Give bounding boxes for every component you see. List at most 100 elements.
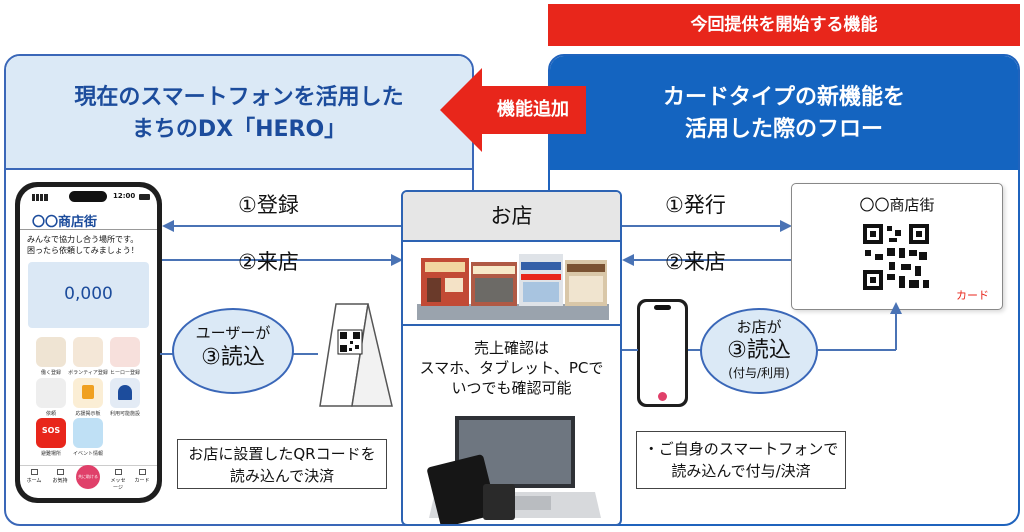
card-tag: カード <box>956 289 989 302</box>
card-feature-header: カードタイプの新機能を 活用した際のフロー <box>550 56 1018 170</box>
shop-title: お店 <box>403 192 620 242</box>
shop-read-bubble: お店が ③読込 (付与/利用) <box>700 308 818 394</box>
user-read-line2: ③読込 <box>201 345 265 370</box>
register-label: ①登録 <box>238 193 299 217</box>
status-time: 12:00 <box>113 192 136 200</box>
right-note-line1: ・ご自身のスマートフォンで <box>643 440 839 458</box>
facilities-tile[interactable] <box>110 378 140 408</box>
sales-line3: いつでも確認可能 <box>451 379 572 397</box>
battery-icon <box>139 194 150 200</box>
card-qr-icon <box>861 222 931 292</box>
left-visit-label: ②来店 <box>238 250 299 274</box>
shop-phone-screen <box>640 302 685 404</box>
sales-line1: 売上確認は <box>473 339 549 357</box>
sales-line2: スマホ、タブレット、PCで <box>419 359 604 377</box>
card-feature-title-line1: カードタイプの新機能を <box>662 85 905 110</box>
user-read-line1: ユーザーが <box>195 324 271 342</box>
shop-read-line1: お店が <box>736 318 782 336</box>
status-bar: 12:00 <box>20 187 157 207</box>
hero-register-label: ヒーロー登録 <box>109 370 140 376</box>
left-note-line1: お店に設置したQRコードを <box>188 445 376 463</box>
balance-card[interactable]: 0,000 <box>28 262 149 328</box>
visit-arrowhead-icon <box>391 254 403 266</box>
app-intro-line2: 困ったら依頼してみましょう！ <box>27 246 139 255</box>
nav-help-label: 共に助ける <box>78 474 98 479</box>
work-register-tile[interactable] <box>36 337 66 367</box>
request-label: 依頼 <box>45 411 56 417</box>
event-info-label: イベント情報 <box>72 451 103 457</box>
nav-home[interactable]: ホーム <box>26 469 42 484</box>
left-payment-note: お店に設置したQRコードを 読み込んで決済 <box>177 439 387 489</box>
nav-favorite[interactable]: お気持 <box>52 469 68 484</box>
nav-favorite-label: お気持 <box>52 478 68 484</box>
request-tile[interactable] <box>36 378 66 408</box>
support-board-tile[interactable] <box>73 378 103 408</box>
document-icon <box>56 469 64 475</box>
shop-read-line2: ③読込 <box>727 338 791 363</box>
right-payment-note: ・ご自身のスマートフォンで 読み込んで付与/決済 <box>636 431 846 489</box>
nav-home-label: ホーム <box>26 478 42 484</box>
facilities-label: 利用可能施設 <box>109 411 140 417</box>
qr-stand-icon <box>319 303 393 407</box>
left-read-connectors <box>160 353 318 355</box>
event-info-tile[interactable] <box>73 418 103 448</box>
volunteer-register-label: ボランティア登録 <box>68 370 108 376</box>
hero-register-tile[interactable] <box>110 337 140 367</box>
megaphone-icon <box>82 385 94 399</box>
current-system-title-line1: 現在のスマートフォンを活用した <box>74 85 404 110</box>
nav-help-center-button[interactable]: 共に助ける <box>76 465 100 489</box>
nav-message-label: メッセージ <box>110 478 126 491</box>
shop-phone-mockup <box>637 299 688 407</box>
issue-label: ①発行 <box>665 193 726 217</box>
shop-panel: お店 売上確認は スマホ、タブレット、PCで いつでも確認可能 <box>401 190 622 526</box>
current-system-title-line2: まちのDX「HERO」 <box>131 117 347 142</box>
new-feature-banner: 今回提供を開始する機能 <box>548 4 1020 46</box>
devices-icon <box>427 416 601 524</box>
smartphone-mockup: 12:00 〇〇商店街 みんなで協力し合う場所です。 困ったら依頼してみましょう… <box>15 182 162 503</box>
card-icon <box>138 469 146 475</box>
home-icon <box>30 469 38 475</box>
register-arrowhead-icon <box>162 220 174 232</box>
right-flow-arrows <box>622 220 792 266</box>
right-visit-arrowhead-icon <box>622 254 634 266</box>
nav-card-label: カード <box>134 478 150 484</box>
shop-phone-notch <box>654 305 671 310</box>
right-read-connectors <box>622 302 902 351</box>
nav-card[interactable]: カード <box>134 469 150 484</box>
feature-add-arrow-icon <box>440 68 586 152</box>
shopping-street-card: 〇〇商店街 カード <box>791 183 1003 310</box>
building-icon <box>118 385 132 400</box>
balance-value: 0,000 <box>64 284 113 304</box>
message-icon <box>114 469 122 475</box>
volunteer-register-tile[interactable] <box>73 337 103 367</box>
signal-icon <box>32 194 48 201</box>
support-board-label: 応援掲示板 <box>75 411 101 417</box>
shop-separator <box>403 324 620 326</box>
left-note-line2: 読み込んで決済 <box>229 467 335 485</box>
card-read-arrowhead-icon <box>890 302 902 314</box>
left-flow-arrows <box>162 220 403 266</box>
evacuation-label: 避難場所 <box>40 451 61 457</box>
sales-check-text: 売上確認は スマホ、タブレット、PCで いつでも確認可能 <box>403 338 620 398</box>
app-intro: みんなで協力し合う場所です。 困ったら依頼してみましょう！ <box>27 234 157 256</box>
right-visit-label: ②来店 <box>665 250 726 274</box>
user-read-bubble: ユーザーが ③読込 <box>172 308 294 394</box>
current-system-header: 現在のスマートフォンを活用した まちのDX「HERO」 <box>6 56 472 170</box>
right-note-line2: 読み込んで付与/決済 <box>671 462 811 480</box>
shop-read-line3: (付与/利用) <box>728 366 790 380</box>
phone-screen: 12:00 〇〇商店街 みんなで協力し合う場所です。 困ったら依頼してみましょう… <box>20 187 157 498</box>
app-brand: 〇〇商店街 <box>32 215 98 230</box>
sos-badge: SOS <box>41 426 61 435</box>
shop-phone-center-icon <box>658 392 667 401</box>
app-intro-line1: みんなで協力し合う場所です。 <box>27 235 139 244</box>
card-title: 〇〇商店街 <box>859 196 935 214</box>
issue-arrowhead-icon <box>780 220 792 232</box>
app-divider <box>20 229 157 230</box>
camera-notch <box>69 191 107 202</box>
nav-message[interactable]: メッセージ <box>108 469 128 491</box>
card-feature-title-line2: 活用した際のフロー <box>684 117 883 142</box>
work-register-label: 働く登録 <box>40 370 61 376</box>
storefront-icon <box>417 254 609 320</box>
feature-add-label: 機能追加 <box>497 99 569 120</box>
evacuation-tile[interactable]: SOS <box>36 418 66 448</box>
